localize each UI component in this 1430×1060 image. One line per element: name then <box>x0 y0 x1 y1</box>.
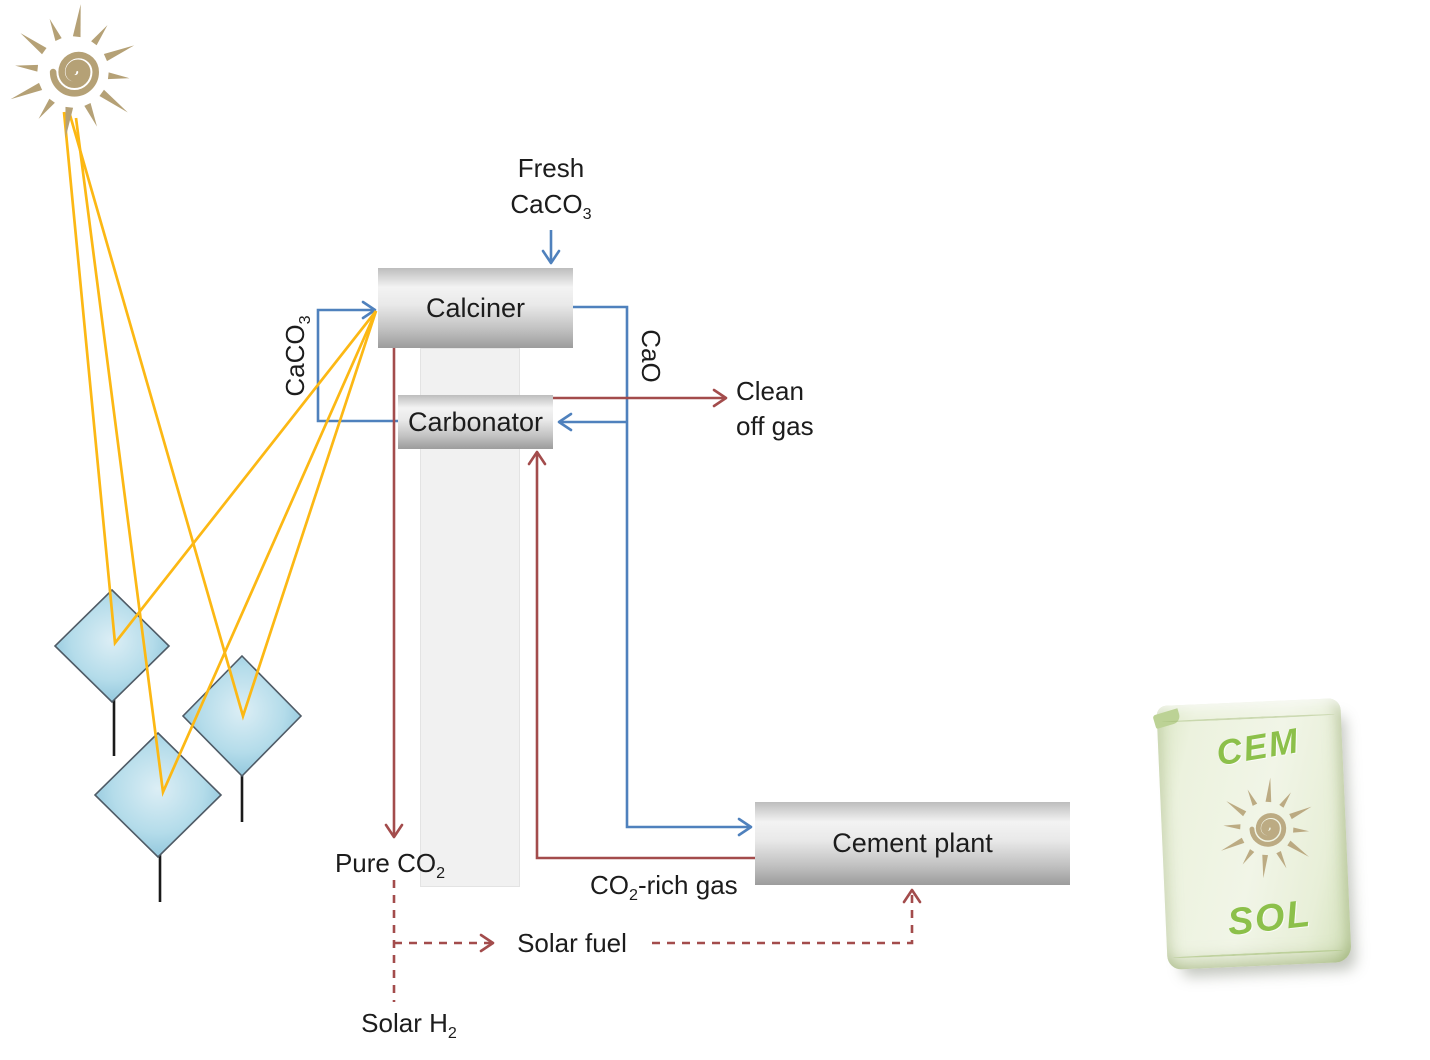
cao-to-cement-plant-line <box>573 305 753 837</box>
solar-fuel-label: Solar fuel <box>517 928 627 958</box>
bag-sun-logo-icon <box>1212 773 1323 884</box>
caco3-recycle-line <box>316 300 398 423</box>
solar-ray-1 <box>62 111 378 647</box>
solar-ray-3 <box>74 117 378 797</box>
carbonator-label: Carbonator <box>407 406 544 437</box>
carbonator-box: Carbonator <box>398 395 553 449</box>
calciner-box: Calciner <box>378 268 573 348</box>
solar-ray-2 <box>68 114 378 721</box>
clean-off-gas-label: Clean off gas <box>736 376 814 441</box>
co2-rich-gas-label: CO2-rich gas <box>590 870 738 905</box>
cement-bag: CEM SOL <box>1152 698 1352 970</box>
calciner-label: Calciner <box>425 292 526 323</box>
heliostat-field <box>53 588 303 902</box>
fresh-caco3-label: Fresh CaCO3 <box>510 153 592 224</box>
cao-label: CaO <box>636 329 666 383</box>
pure-co2-label: Pure CO2 <box>334 848 446 883</box>
solar-fuel-dashed-line-right <box>652 888 922 945</box>
co2-rich-gas-line <box>527 450 755 860</box>
heliostat-mirror-icon-3 <box>93 731 223 859</box>
cement-plant-label: Cement plant <box>832 828 993 858</box>
caco3-recycle-label: CaCO3 <box>280 315 315 397</box>
cement-plant-box: Cement plant <box>755 802 1070 885</box>
solar-h2-label: Solar H2 <box>361 1008 457 1043</box>
